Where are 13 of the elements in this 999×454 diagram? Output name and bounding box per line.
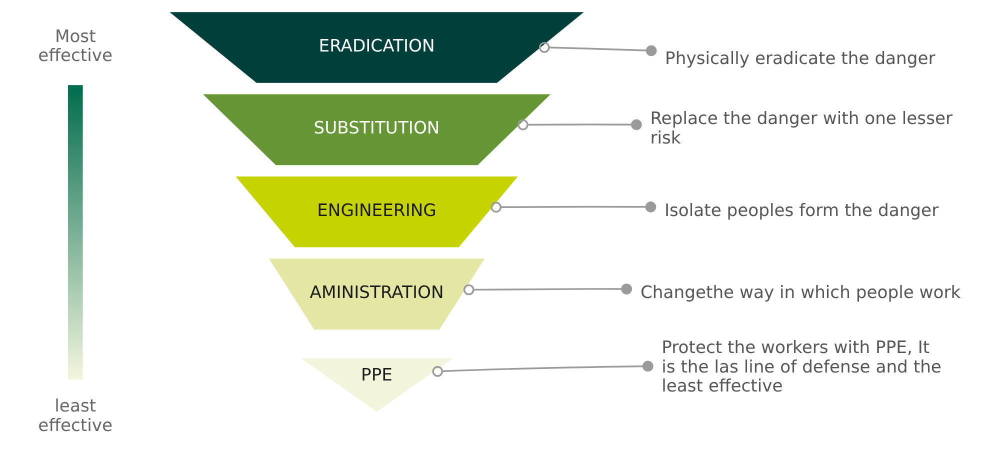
connector bbox=[463, 284, 632, 296]
connector bbox=[432, 360, 654, 377]
node-text: Replace the danger with one lesser risk bbox=[650, 108, 953, 148]
node-text: Isolate peoples form the danger bbox=[664, 200, 939, 221]
connector bbox=[490, 202, 656, 213]
node-bar bbox=[66, 84, 84, 381]
node-text: Protect the workers with PPE, It is the las line of defense and the least effective bbox=[662, 338, 942, 397]
connector bbox=[538, 42, 657, 56]
node-text: Physically eradicate the danger bbox=[665, 49, 936, 70]
connector bbox=[518, 119, 642, 130]
label: least effective bbox=[38, 396, 113, 436]
label: Most effective bbox=[38, 26, 113, 66]
node-text: Changethe way in which people work bbox=[640, 283, 961, 304]
